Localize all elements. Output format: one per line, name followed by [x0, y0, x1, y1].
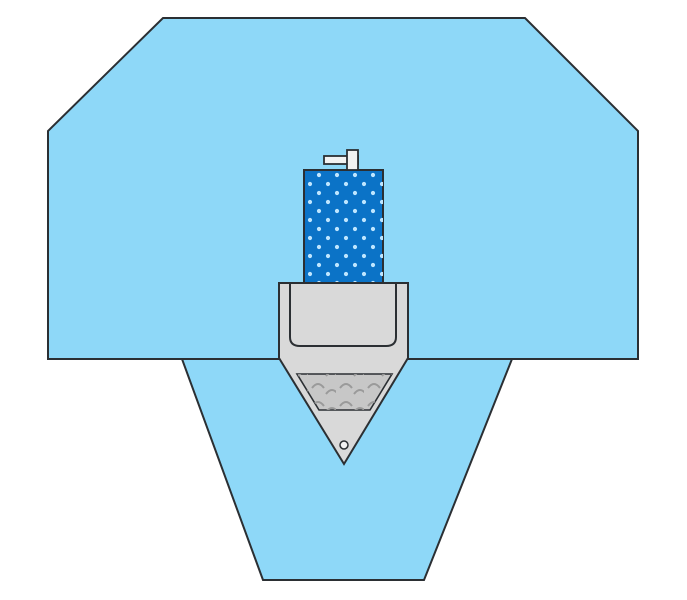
drain-port-icon — [339, 440, 349, 450]
mesh-filter-pattern — [297, 374, 392, 410]
pouch-valve-icon — [323, 149, 359, 171]
